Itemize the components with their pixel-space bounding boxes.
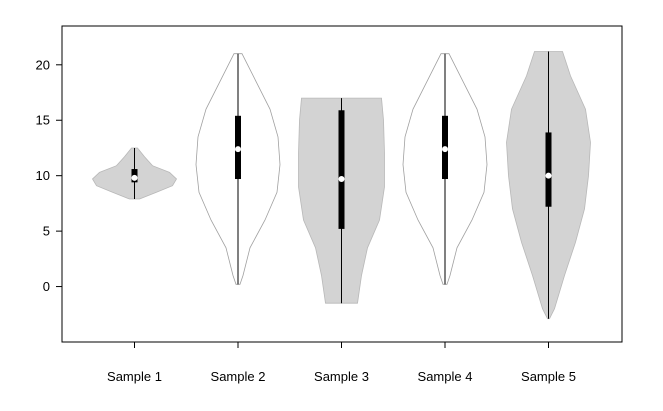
median-point	[545, 172, 552, 179]
y-tick-label: 5	[43, 224, 50, 239]
median-point	[442, 146, 448, 153]
y-tick-label: 0	[43, 279, 50, 294]
x-axis: Sample 1 Sample 2 Sample 3 Sample 4 Sample 5	[107, 342, 576, 384]
y-axis: 0 5 10 15 20	[36, 57, 62, 294]
y-tick-label: 10	[36, 168, 50, 183]
x-tick-label: Sample 2	[211, 369, 266, 384]
median-point	[338, 176, 345, 183]
x-tick-label: Sample 1	[107, 369, 162, 384]
x-tick-label: Sample 5	[521, 369, 576, 384]
iqr-box	[545, 132, 552, 207]
x-tick-label: Sample 4	[418, 369, 473, 384]
median-point	[235, 146, 241, 153]
median-point	[131, 174, 138, 181]
x-tick-label: Sample 3	[314, 369, 369, 384]
y-tick-label: 15	[36, 113, 50, 128]
y-tick-label: 20	[36, 57, 50, 72]
iqr-box	[338, 110, 345, 229]
violins-group	[91, 51, 591, 320]
